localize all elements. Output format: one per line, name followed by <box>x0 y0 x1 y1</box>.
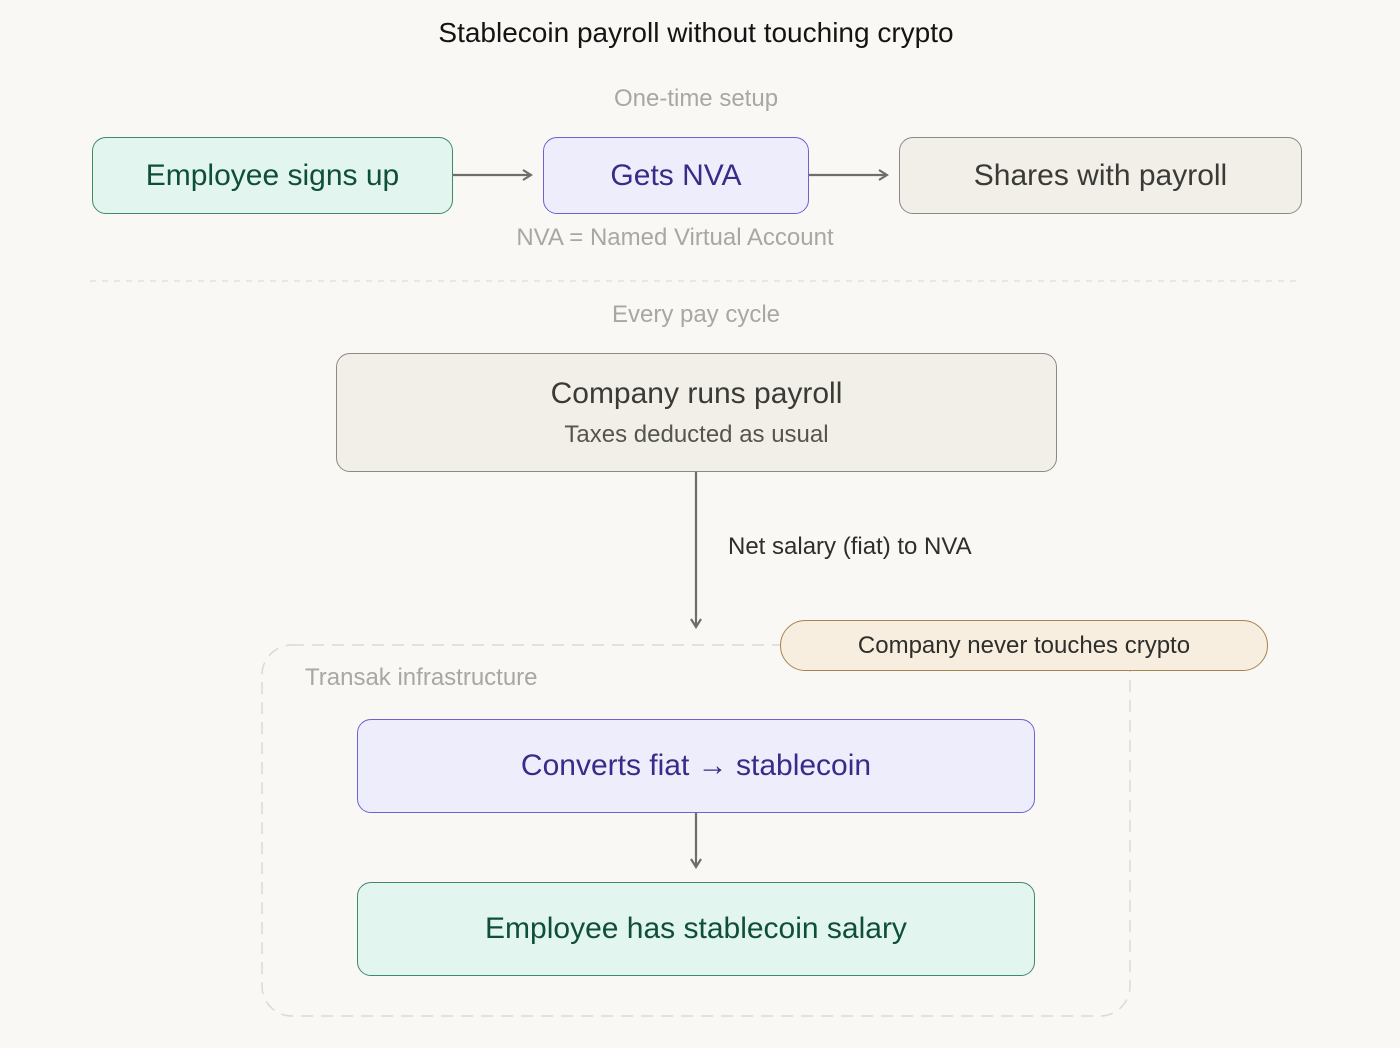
result-label: Employee has stablecoin salary <box>485 912 907 945</box>
payroll-title: Company runs payroll <box>550 376 843 410</box>
nva-footnote: NVA = Named Virtual Account <box>516 224 834 251</box>
step-label: Gets NVA <box>610 158 742 192</box>
step-shares-with-payroll: Shares with payroll <box>899 137 1302 214</box>
container-label: Transak infrastructure <box>305 664 538 691</box>
step-employee-signs-up: Employee signs up <box>92 137 453 214</box>
diagram-title: Stablecoin payroll without touching cryp… <box>438 17 954 48</box>
step-label: Shares with payroll <box>973 158 1228 192</box>
payroll-subtitle: Taxes deducted as usual <box>564 420 829 448</box>
net-salary-label: Net salary (fiat) to NVA <box>728 533 972 560</box>
step-label: Employee signs up <box>145 158 400 192</box>
setup-label: One-time setup <box>613 85 779 112</box>
callout-text: Company never touches crypto <box>857 631 1191 659</box>
callout-pill: Company never touches crypto <box>780 620 1268 671</box>
company-runs-payroll: Company runs payroll Taxes deducted as u… <box>336 353 1057 472</box>
transak-container <box>261 644 1131 1017</box>
convert-label: Converts fiat → stablecoin <box>520 749 872 782</box>
employee-salary-box: Employee has stablecoin salary <box>357 882 1035 976</box>
step-gets-nva: Gets NVA <box>543 137 809 214</box>
converts-fiat-box: Converts fiat → stablecoin <box>357 719 1035 813</box>
cycle-label: Every pay cycle <box>611 301 781 328</box>
